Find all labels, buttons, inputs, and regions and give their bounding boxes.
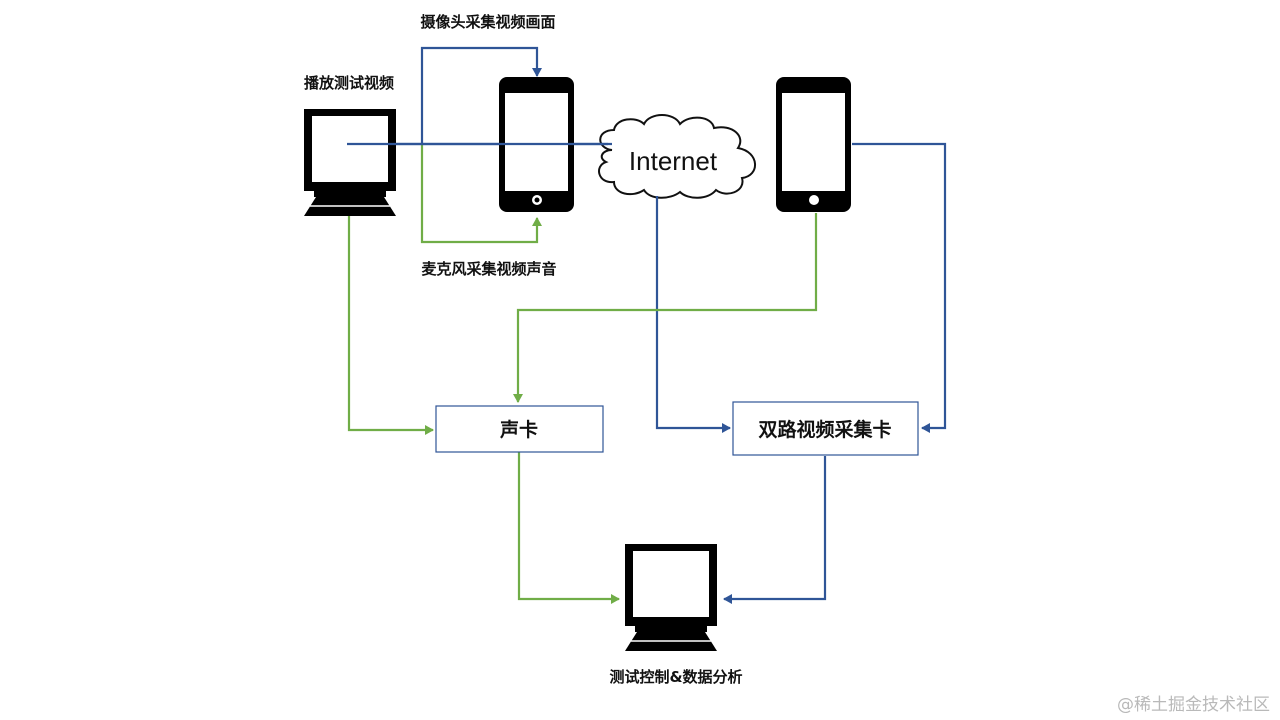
mic-capture-line xyxy=(420,145,542,244)
monitor-icon xyxy=(304,109,396,216)
internet-label: Internet xyxy=(629,146,718,176)
play-video-label: 播放测试视频 xyxy=(304,74,394,92)
capture-card-box xyxy=(732,401,919,456)
monitor-audio-line xyxy=(347,212,434,435)
capturecard-to-pc-line xyxy=(723,456,827,604)
camera-capture-label: 摄像头采集视频画面 xyxy=(420,13,555,31)
monitor-icon xyxy=(625,544,717,651)
phone-icon xyxy=(776,77,851,212)
camera-capture-line xyxy=(420,46,542,145)
capture-card-label: 双路视频采集卡 xyxy=(758,418,891,441)
phone2-video-line xyxy=(852,142,947,433)
soundcard-to-pc-line xyxy=(517,452,620,604)
phone2-audio-line xyxy=(513,213,818,403)
internet-to-capture-card-line xyxy=(655,196,731,433)
sound-card-label: 声卡 xyxy=(499,418,538,441)
sound-card-box xyxy=(435,405,604,453)
mic-capture-label: 麦克风采集视频声音 xyxy=(421,260,556,278)
analysis-label: 测试控制&数据分析 xyxy=(609,668,742,686)
watermark: @稀土掘金技术社区 xyxy=(1117,695,1270,715)
internet-cloud-icon xyxy=(598,114,756,199)
